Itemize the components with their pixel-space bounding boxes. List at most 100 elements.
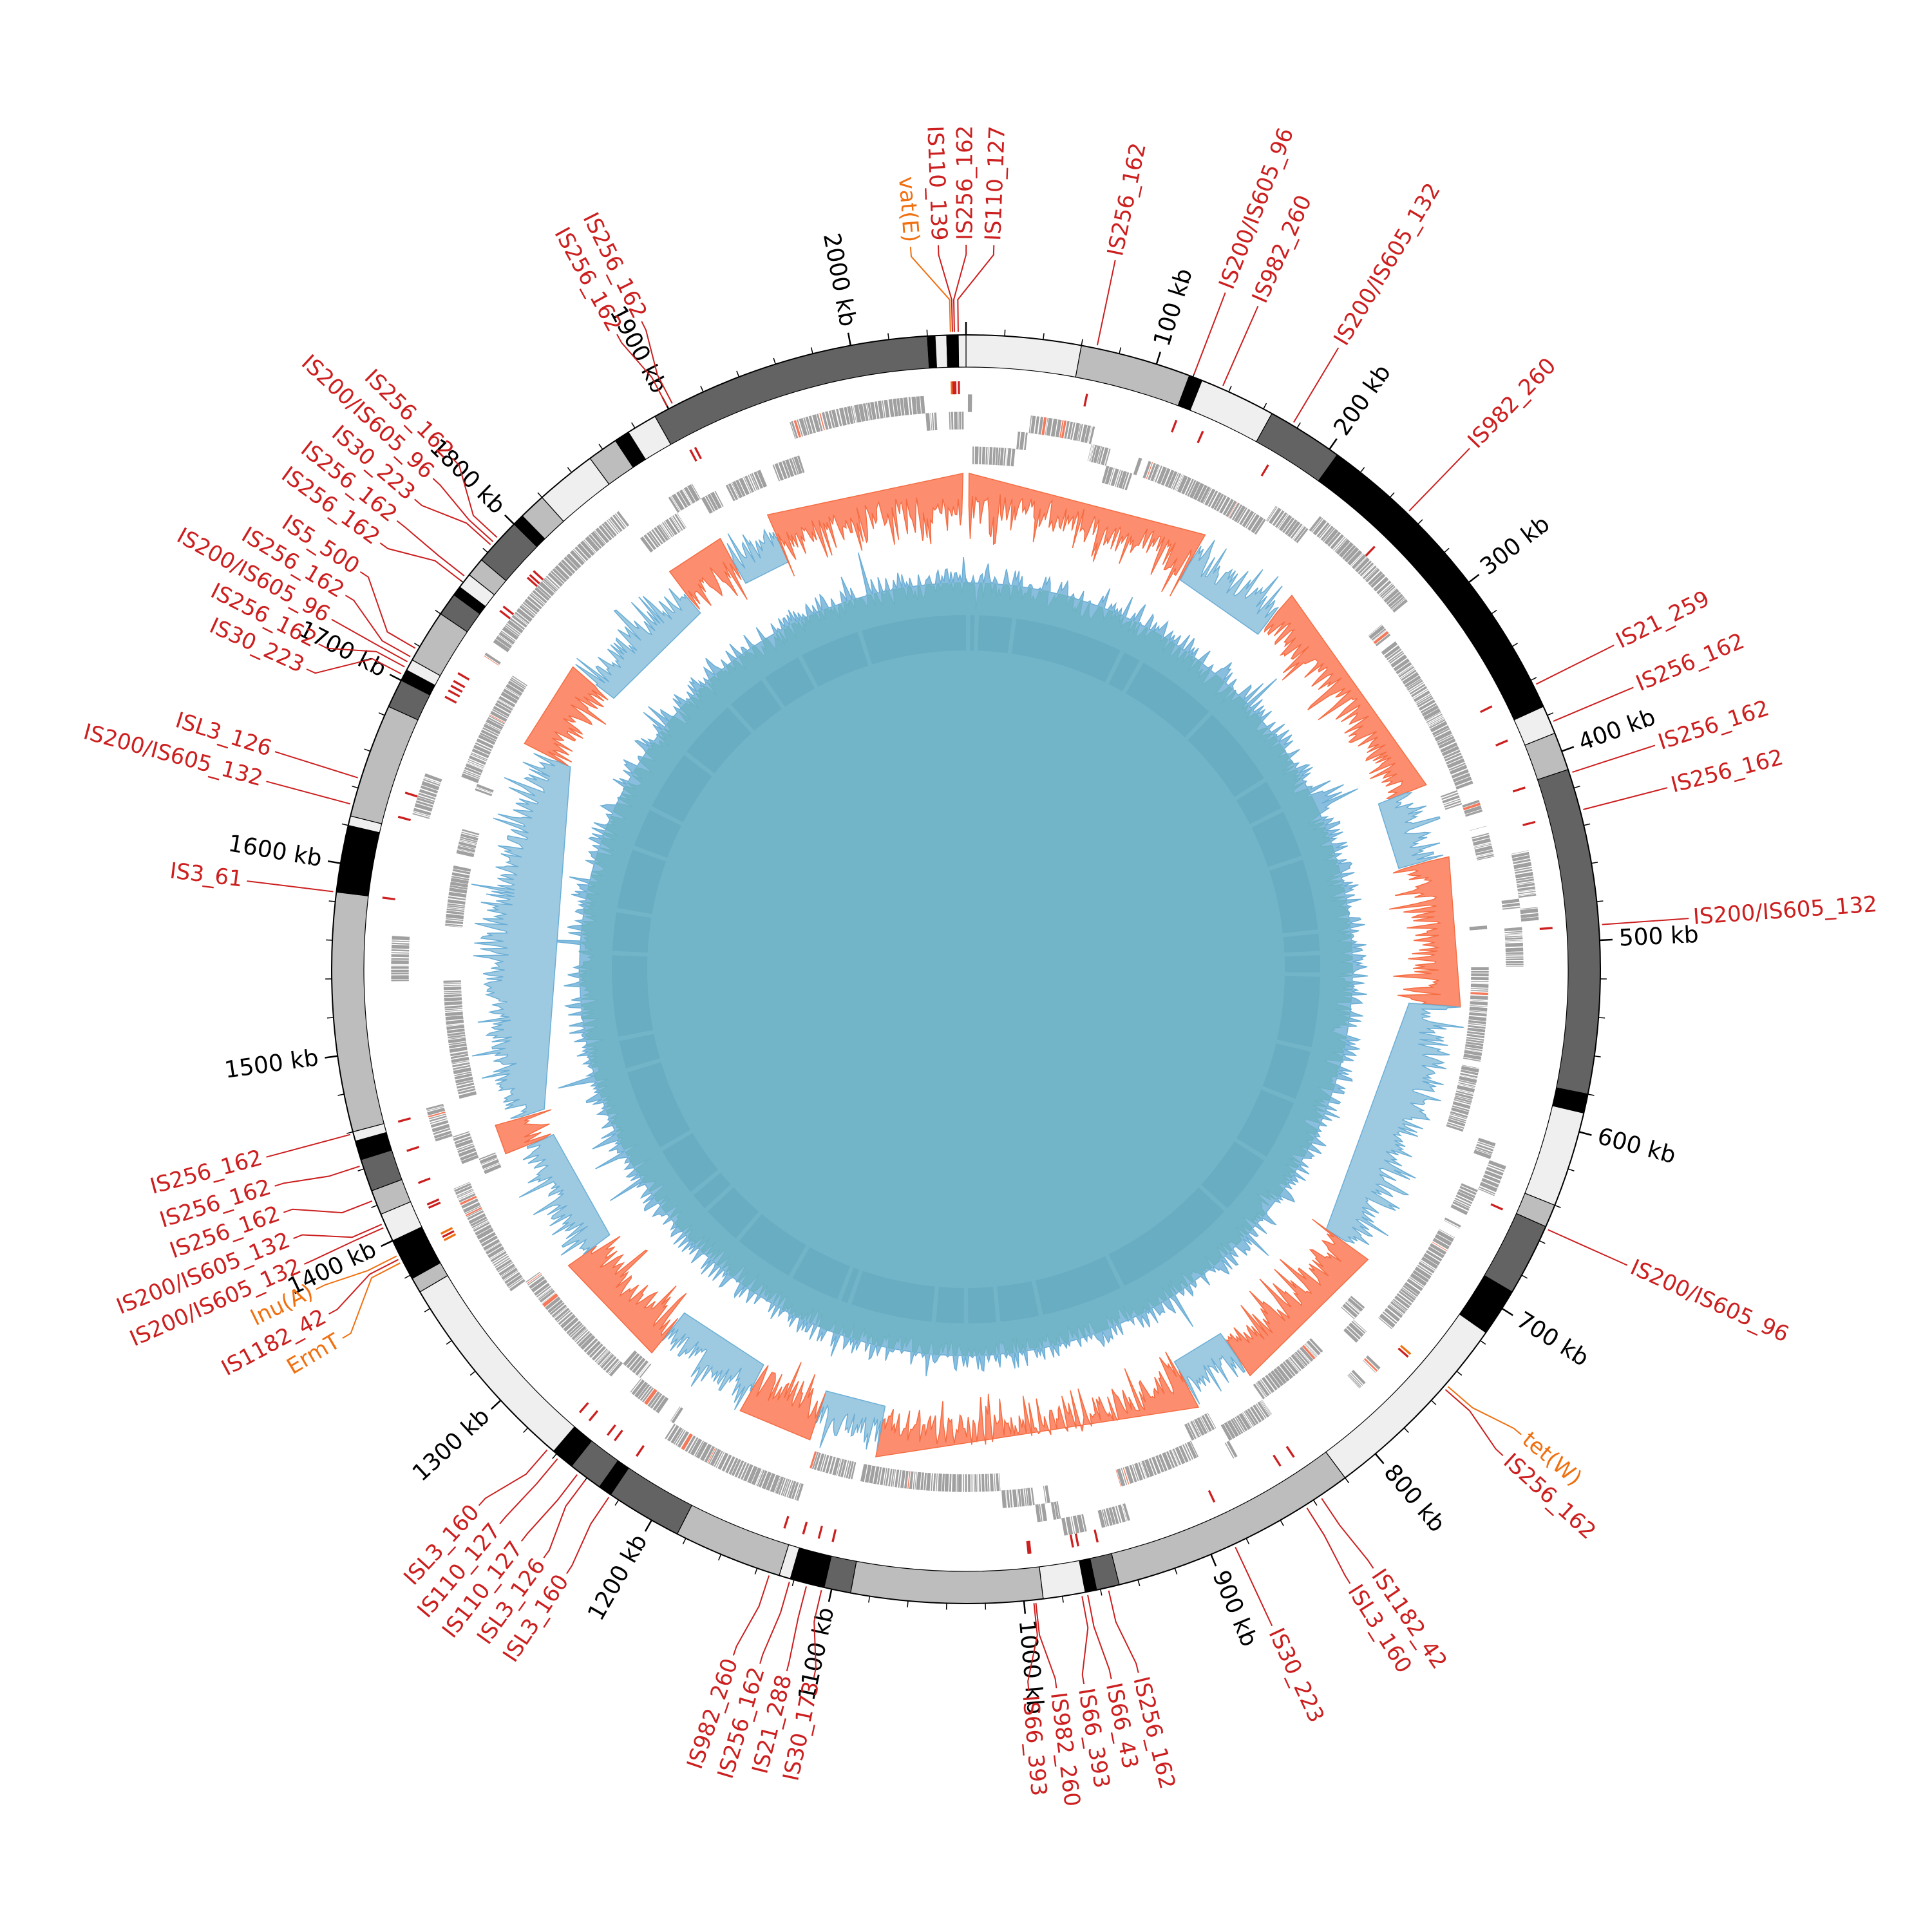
gene: [1447, 1118, 1466, 1127]
feature-mark: [428, 1201, 441, 1209]
gene: [1473, 842, 1492, 848]
gene: [1469, 1000, 1488, 1007]
major-tick: [1155, 352, 1161, 365]
feature-mark: [404, 791, 418, 798]
gene: [1383, 645, 1401, 659]
feature-leader-line: [732, 1575, 770, 1656]
gene: [710, 491, 723, 510]
gene: [1100, 446, 1110, 466]
gene: [442, 980, 462, 983]
gene: [390, 958, 410, 961]
gene: [1252, 1383, 1266, 1400]
gene: [1361, 564, 1376, 578]
gene: [1316, 522, 1331, 538]
feature-mark: [951, 381, 953, 395]
gene: [1289, 523, 1303, 540]
tick-label: 700 kb: [1511, 1307, 1593, 1372]
gene: [1111, 1506, 1120, 1525]
gene: [1132, 1463, 1140, 1482]
gc-skew-positive-region: [739, 1361, 826, 1441]
gene: [1010, 448, 1016, 467]
gene: [1445, 1123, 1464, 1133]
gene: [858, 403, 866, 422]
minor-tick: [567, 467, 573, 473]
gene: [1025, 1488, 1030, 1506]
gene: [1354, 556, 1370, 573]
feature-mark: [529, 574, 540, 585]
gene: [1101, 1509, 1108, 1528]
tick-label: 800 kb: [1379, 1459, 1450, 1537]
gene: [475, 786, 493, 794]
gc-skew-positive-region: [567, 1236, 687, 1354]
gene: [1236, 507, 1248, 524]
gene: [819, 1454, 827, 1472]
gene: [468, 759, 486, 768]
gene: [1081, 1513, 1088, 1533]
gene: [1467, 1022, 1486, 1027]
gene: [482, 726, 500, 737]
gene: [1418, 699, 1436, 712]
gene: [489, 1249, 506, 1260]
gene: [670, 495, 681, 512]
gene: [641, 1387, 655, 1403]
feature-leader-line: [1096, 260, 1116, 346]
gene: [1066, 421, 1074, 440]
gene: [423, 777, 441, 784]
contig-segment: [965, 334, 1082, 378]
gene: [1468, 925, 1488, 931]
feature-mark: [417, 1177, 431, 1184]
gene: [1440, 790, 1459, 799]
gene: [390, 960, 410, 965]
gene: [1468, 1010, 1488, 1014]
gene: [444, 1000, 463, 1007]
gene: [1464, 1043, 1484, 1050]
gene: [672, 515, 684, 531]
gene: [451, 1061, 471, 1068]
gene: [1450, 768, 1470, 779]
gene: [647, 1390, 661, 1408]
gene: [585, 1340, 601, 1356]
gene: [1455, 1088, 1475, 1095]
gene: [1266, 506, 1278, 522]
gene: [689, 1437, 703, 1457]
gene: [1470, 987, 1489, 990]
gene: [1213, 493, 1225, 511]
gene: [1512, 858, 1531, 865]
gene: [1276, 513, 1289, 529]
is-element-label: IS200/IS605_96: [1627, 1255, 1793, 1348]
feature-leader-line: [1027, 1603, 1038, 1691]
gene: [1290, 1353, 1305, 1370]
gene: [509, 1278, 526, 1292]
gene: [1459, 1074, 1478, 1080]
minor-tick: [1119, 347, 1122, 354]
gene: [456, 1188, 474, 1198]
gene: [1171, 1448, 1180, 1466]
gene: [425, 1103, 444, 1111]
contig-segment: [676, 1504, 790, 1577]
gene: [448, 896, 467, 901]
minor-tick: [1043, 333, 1045, 340]
gene: [529, 593, 545, 607]
gene: [458, 840, 477, 849]
minor-tick: [631, 422, 636, 429]
minor-tick: [1554, 1204, 1561, 1208]
gene: [717, 1452, 729, 1471]
gene: [1104, 466, 1114, 486]
gene: [1363, 1357, 1379, 1372]
gene: [1274, 511, 1288, 529]
gene: [547, 1299, 564, 1314]
gene: [446, 910, 465, 916]
gene: [1452, 772, 1471, 783]
gene: [828, 410, 836, 429]
gene: [1414, 1265, 1432, 1280]
gene: [1030, 415, 1037, 434]
gene: [676, 512, 687, 529]
gene: [1305, 1342, 1319, 1357]
gene: [638, 1363, 652, 1379]
gene: [1124, 472, 1133, 491]
gene: [577, 1332, 593, 1348]
gene: [824, 410, 833, 430]
gene: [576, 542, 592, 560]
gene: [1357, 560, 1372, 575]
is-element-label: IS200/IS605_132: [1329, 178, 1446, 350]
